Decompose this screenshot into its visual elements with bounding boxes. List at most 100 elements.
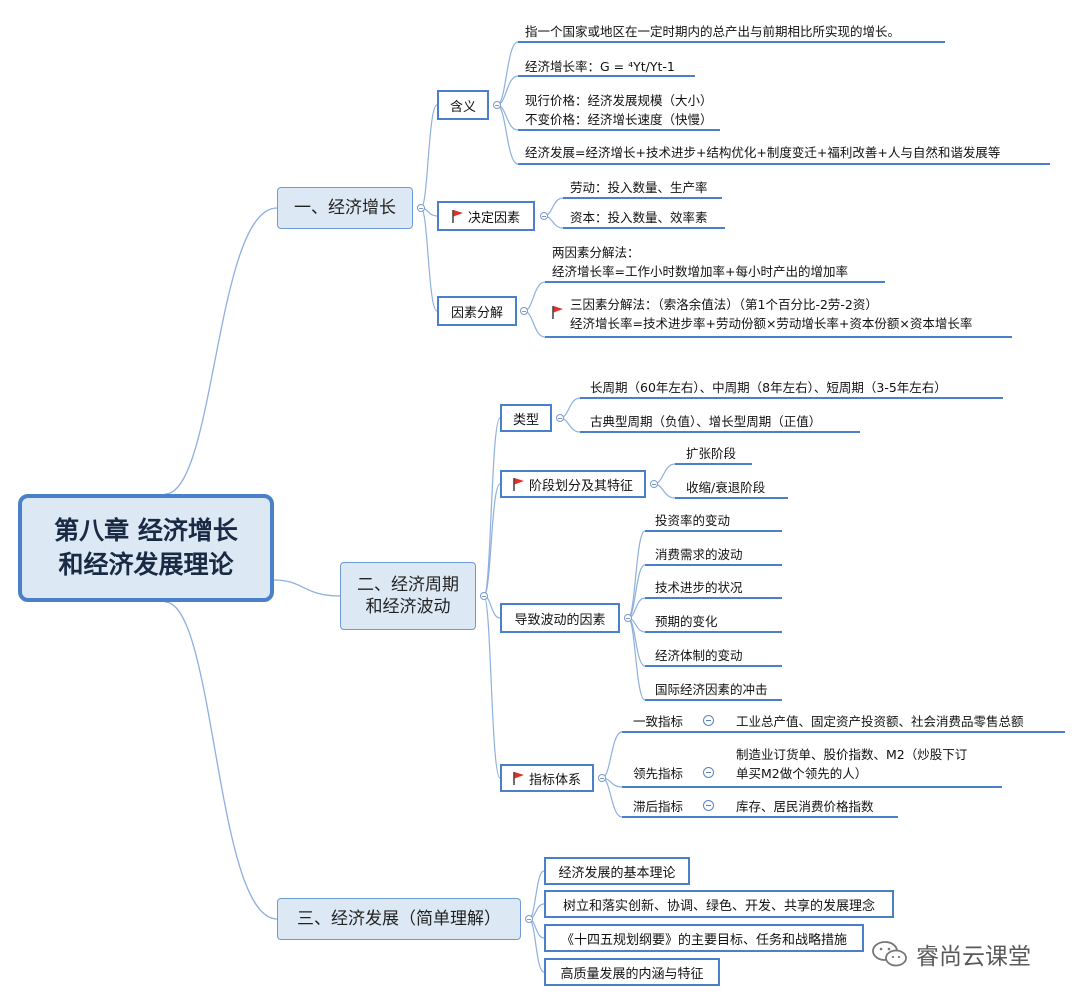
leaf-cycle-lengths[interactable]: 长周期（60年左右）、中周期（8年左右）、短周期（3-5年左右） xyxy=(590,378,947,397)
subtopic-meaning[interactable]: 含义 xyxy=(437,90,489,120)
subtopic-label: 高质量发展的内涵与特征 xyxy=(560,966,704,982)
subtopic-label: 含义 xyxy=(449,99,476,115)
leaf-text: 古典型周期（负值）、增长型周期（正值） xyxy=(590,414,822,429)
leaf-development-formula[interactable]: 经济发展=经济增长+技术进步+结构优化+制度变迁+福利改善+人与自然和谐发展等 xyxy=(525,143,1000,162)
leaf-text: 国际经济因素的冲击 xyxy=(655,682,768,697)
subtopic-stages[interactable]: 阶段划分及其特征 xyxy=(500,470,646,498)
leaf-labor[interactable]: 劳动：投入数量、生产率 xyxy=(570,178,708,197)
subtopic-indicators[interactable]: 指标体系 xyxy=(500,764,594,792)
leaf-text: 三因素分解法：（索洛余值法）（第1个百分比-2劳-2资） xyxy=(570,297,878,312)
leaf-cause-institutions[interactable]: 经济体制的变动 xyxy=(655,646,743,665)
connector xyxy=(601,731,623,779)
subtopic-causes[interactable]: 导致波动的因素 xyxy=(500,603,620,633)
root-title-line1: 第八章 经济增长 xyxy=(54,516,238,545)
leaf-growth-rate[interactable]: 经济增长率：G = ⁴Yt/Yt-1 xyxy=(525,57,675,76)
leaf-contraction[interactable]: 收缩/衰退阶段 xyxy=(686,478,765,497)
indicator-leading-value[interactable]: 制造业订货单、股价指数、M2（炒股下订 单买M2做个领先的人） xyxy=(736,745,967,783)
leaf-cause-investment[interactable]: 投资率的变动 xyxy=(655,511,730,530)
collapse-icon[interactable] xyxy=(493,101,501,109)
subtopic-label: 决定因素 xyxy=(467,210,520,226)
flag-icon xyxy=(513,478,524,491)
indicator-name: 滞后指标 xyxy=(633,799,684,814)
indicator-leading[interactable]: 领先指标 xyxy=(633,764,683,783)
leaf-definition[interactable]: 指一个国家或地区在一定时期内的总产出与前期相比所实现的增长。 xyxy=(525,22,900,41)
collapse-icon[interactable] xyxy=(525,915,533,923)
watermark: 睿尚云课堂 xyxy=(870,936,1031,972)
subtopic-dev-theory[interactable]: 经济发展的基本理论 xyxy=(544,857,690,885)
collapse-icon[interactable] xyxy=(650,480,658,488)
collapse-icon[interactable] xyxy=(540,212,548,220)
connector xyxy=(627,530,646,619)
leaf-text: 扩张阶段 xyxy=(686,446,737,461)
collapse-icon[interactable] xyxy=(480,592,488,600)
indicator-lagging[interactable]: 滞后指标 xyxy=(633,797,683,816)
root-topic[interactable]: 第八章 经济增长和经济发展理论 xyxy=(18,494,274,602)
collapse-icon[interactable] xyxy=(703,800,714,811)
leaf-expansion[interactable]: 扩张阶段 xyxy=(686,444,736,463)
leaf-prices[interactable]: 现行价格：经济发展规模（大小） 不变价格：经济增长速度（快慢） xyxy=(525,91,713,129)
topic-label: 和经济波动 xyxy=(365,597,451,617)
subtopic-dev-concepts[interactable]: 树立和落实创新、协调、绿色、开发、共享的发展理念 xyxy=(544,890,894,918)
flag-icon xyxy=(513,772,524,785)
leaf-text: 预期的变化 xyxy=(655,614,718,629)
indicator-coincident[interactable]: 一致指标 xyxy=(633,712,683,731)
connector xyxy=(528,918,545,973)
leaf-text: 单买M2做个领先的人） xyxy=(736,766,868,781)
subtopic-types[interactable]: 类型 xyxy=(500,404,552,432)
leaf-text: 经济增长率：G = ⁴Yt/Yt-1 xyxy=(525,59,675,74)
collapse-icon[interactable] xyxy=(624,614,632,622)
leaf-cause-technology[interactable]: 技术进步的状况 xyxy=(655,578,743,597)
subtopic-label: 阶段划分及其特征 xyxy=(528,478,633,494)
connector xyxy=(420,104,438,209)
subtopic-label: 指标体系 xyxy=(528,772,581,788)
collapse-icon[interactable] xyxy=(598,774,606,782)
indicator-name: 领先指标 xyxy=(633,766,684,781)
connector xyxy=(164,601,278,920)
flag-icon xyxy=(552,306,563,319)
topic-label: 一、经济增长 xyxy=(294,198,396,218)
indicator-coincident-value[interactable]: 工业总产值、固定资产投资额、社会消费品零售总额 xyxy=(736,712,1024,731)
connector xyxy=(523,310,546,338)
connector xyxy=(483,595,501,779)
indicator-lagging-value[interactable]: 库存、居民消费价格指数 xyxy=(736,797,874,816)
subtopic-label: 树立和落实创新、协调、绿色、开发、共享的发展理念 xyxy=(562,898,875,914)
leaf-capital[interactable]: 资本：投入数量、效率素 xyxy=(570,208,708,227)
topic-economic-cycle[interactable]: 二、经济周期和经济波动 xyxy=(340,562,476,630)
topic-economic-growth[interactable]: 一、经济增长 xyxy=(277,187,413,229)
leaf-cause-consumption[interactable]: 消费需求的波动 xyxy=(655,545,743,564)
leaf-two-factor[interactable]: 两因素分解法： 经济增长率=工作小时数增加率+每小时产出的增加率 xyxy=(552,243,848,281)
root-title-line2: 和经济发展理论 xyxy=(58,550,234,579)
leaf-cycle-kinds[interactable]: 古典型周期（负值）、增长型周期（正值） xyxy=(590,412,821,431)
collapse-icon[interactable] xyxy=(556,414,564,422)
subtopic-determinants[interactable]: 决定因素 xyxy=(437,201,535,231)
connector xyxy=(164,207,278,495)
collapse-icon[interactable] xyxy=(703,767,714,778)
leaf-text: 投资率的变动 xyxy=(655,513,731,528)
leaf-text: 收缩/衰退阶段 xyxy=(686,480,766,495)
topic-economic-development[interactable]: 三、经济发展（简单理解） xyxy=(277,898,521,940)
collapse-icon[interactable] xyxy=(703,715,714,726)
indicator-name: 一致指标 xyxy=(633,714,684,729)
leaf-cause-expectations[interactable]: 预期的变化 xyxy=(655,612,718,631)
leaf-cause-international[interactable]: 国际经济因素的冲击 xyxy=(655,680,768,699)
leaf-text: 长周期（60年左右）、中周期（8年左右）、短周期（3-5年左右） xyxy=(590,380,947,395)
topic-label: 三、经济发展（简单理解） xyxy=(297,909,501,929)
connector xyxy=(627,617,646,701)
connector xyxy=(496,104,519,165)
leaf-text: 指一个国家或地区在一定时期内的总产出与前期相比所实现的增长。 xyxy=(525,24,901,39)
connector xyxy=(523,281,546,312)
leaf-text: 经济增长率=技术进步率+劳动份额×劳动增长率+资本份额×资本增长率 xyxy=(570,316,973,331)
leaf-text: 两因素分解法： xyxy=(552,245,640,260)
collapse-icon[interactable] xyxy=(417,204,425,212)
collapse-icon[interactable] xyxy=(520,307,528,315)
leaf-three-factor[interactable]: 三因素分解法：（索洛余值法）（第1个百分比-2劳-2资） 经济增长率=技术进步率… xyxy=(552,295,972,333)
subtopic-high-quality[interactable]: 高质量发展的内涵与特征 xyxy=(544,958,720,986)
leaf-text: 劳动：投入数量、生产率 xyxy=(570,180,708,195)
leaf-text: 工业总产值、固定资产投资额、社会消费品零售总额 xyxy=(736,714,1024,729)
subtopic-14th-plan[interactable]: 《十四五规划纲要》的主要目标、任务和战略措施 xyxy=(544,924,864,952)
subtopic-label: 导致波动的因素 xyxy=(514,612,606,628)
subtopic-decomposition[interactable]: 因素分解 xyxy=(437,296,517,326)
connector xyxy=(273,579,341,597)
connector xyxy=(496,41,519,106)
subtopic-label: 经济发展的基本理论 xyxy=(558,865,676,881)
